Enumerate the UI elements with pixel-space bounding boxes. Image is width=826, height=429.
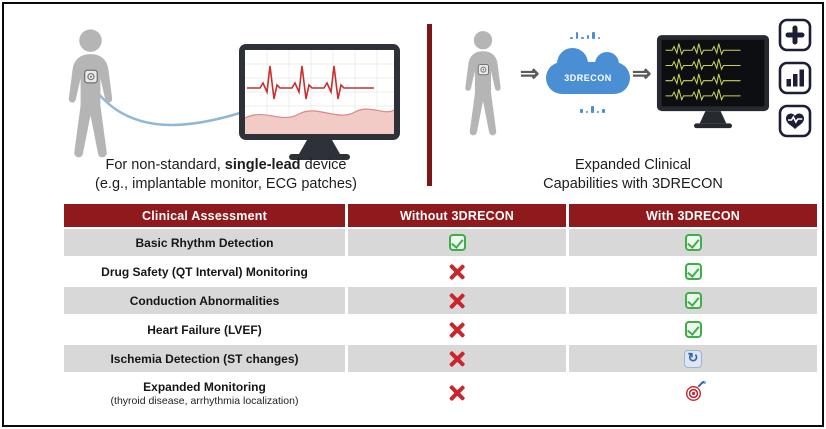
patient-figure — [68, 29, 113, 158]
left-caption-line1: For non-standard, single-lead device — [105, 157, 347, 173]
status-cell — [348, 316, 566, 343]
ecg-monitor — [239, 44, 400, 160]
left-caption-line2: (e.g., implantable monitor, ECG patches) — [95, 176, 357, 193]
header-clinical-assessment: Clinical Assessment — [64, 204, 345, 227]
target-icon — [685, 380, 706, 401]
table-row: Heart Failure (LVEF) — [64, 316, 817, 343]
cross-icon — [448, 292, 466, 310]
patient-figure — [465, 31, 501, 136]
heart-waveform-icon — [778, 104, 812, 138]
check-icon — [684, 292, 702, 309]
3drecon-cloud: 3DRECON — [546, 48, 630, 94]
check-icon — [684, 321, 702, 338]
status-cell — [569, 229, 817, 256]
left-caption: For non-standard, single-lead device (e.… — [32, 156, 420, 194]
table-row: Conduction Abnormalities — [64, 287, 817, 314]
check-icon — [684, 234, 702, 251]
row-label-sub: (thyroid disease, arrhythmia localizatio… — [110, 394, 299, 407]
header-with-3drecon: With 3DRECON — [569, 204, 817, 227]
row-label: Conduction Abnormalities — [64, 287, 345, 314]
status-cell — [569, 374, 817, 412]
signal-dots-icon — [570, 32, 600, 39]
table-row: Ischemia Detection (ST changes) — [64, 345, 817, 372]
status-cell — [569, 287, 817, 314]
status-cell — [569, 258, 817, 285]
status-cell — [569, 345, 817, 372]
check-icon — [448, 234, 466, 251]
row-label: Expanded Monitoring (thyroid disease, ar… — [64, 374, 345, 412]
status-cell — [348, 345, 566, 372]
multi-lead-monitor — [656, 35, 770, 129]
check-icon — [684, 263, 702, 280]
arrow-right-icon — [632, 62, 651, 85]
table-row: Basic Rhythm Detection — [64, 229, 817, 256]
row-label: Basic Rhythm Detection — [64, 229, 345, 256]
right-caption: Expanded Clinical Capabilities with 3DRE… — [444, 156, 822, 194]
row-label-main: Expanded Monitoring — [143, 379, 266, 394]
table-row: Drug Safety (QT Interval) Monitoring — [64, 258, 817, 285]
status-cell — [348, 287, 566, 314]
single-lead-panel: For non-standard, single-lead device (e.… — [32, 18, 420, 204]
row-label: Ischemia Detection (ST changes) — [64, 345, 345, 372]
status-cell — [569, 316, 817, 343]
capability-icons — [778, 18, 812, 138]
cross-icon — [448, 321, 466, 339]
right-caption-line2: Capabilities with 3DRECON — [543, 176, 723, 193]
status-cell — [348, 374, 566, 412]
arrow-right-icon — [520, 62, 539, 85]
row-label: Drug Safety (QT Interval) Monitoring — [64, 258, 345, 285]
medical-cross-icon — [778, 18, 812, 52]
table-row: Expanded Monitoring (thyroid disease, ar… — [64, 374, 817, 412]
cross-icon — [448, 350, 466, 368]
row-label: Heart Failure (LVEF) — [64, 316, 345, 343]
comparison-table: Clinical Assessment Without 3DRECON With… — [64, 204, 817, 412]
header-without-3drecon: Without 3DRECON — [348, 204, 566, 227]
table-header-row: Clinical Assessment Without 3DRECON With… — [64, 204, 817, 227]
cloud-label: 3DRECON — [564, 73, 612, 83]
cross-icon — [448, 384, 466, 402]
right-caption-line1: Expanded Clinical — [574, 157, 692, 173]
status-cell — [348, 229, 566, 256]
panel-divider — [427, 24, 432, 186]
bar-chart-icon — [778, 61, 812, 95]
refresh-icon — [684, 349, 702, 368]
status-cell — [348, 258, 566, 285]
cross-icon — [448, 263, 466, 281]
3drecon-panel: 3DRECON — [444, 14, 822, 204]
signal-dots-icon — [580, 106, 605, 113]
